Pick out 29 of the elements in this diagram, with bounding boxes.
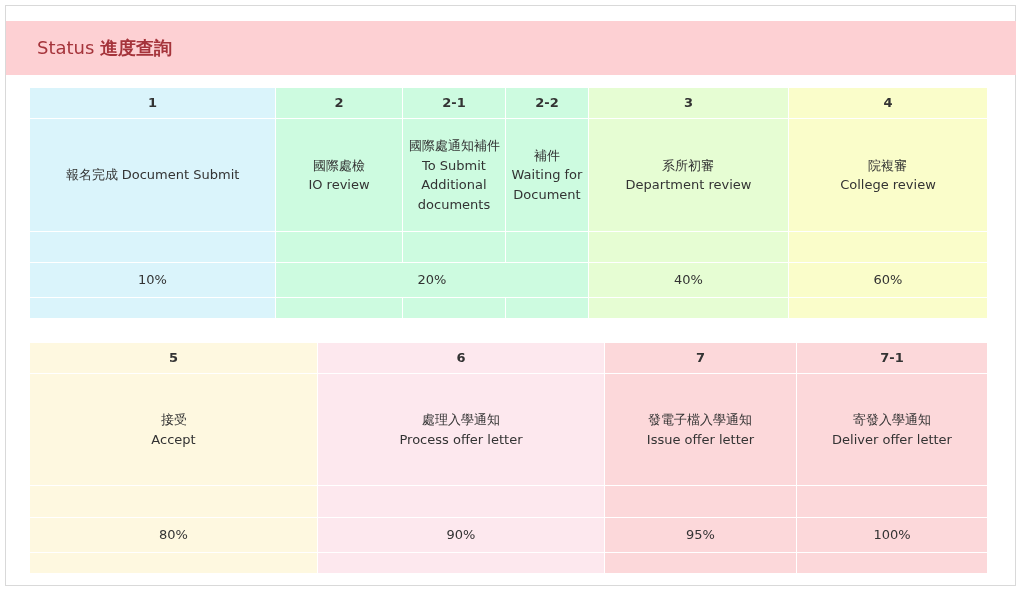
step-label: 國際處通知補件 To Submit Additional documents [407, 137, 501, 214]
step-label: 寄發入學通知 Deliver offer letter [832, 411, 952, 449]
step-label: 國際處檢 IO review [308, 156, 370, 194]
progress-percent: 90% [446, 526, 476, 545]
step-number: 2-2 [535, 94, 559, 113]
step-number: 4 [883, 94, 893, 113]
step-label: 系所初審 Department review [625, 156, 752, 194]
step-label: 報名完成 Document Submit [65, 166, 240, 185]
progress-percent: 20% [417, 271, 447, 290]
step-label: 補件 Waiting for Document [510, 146, 584, 204]
step-label: 處理入學通知 Process offer letter [399, 411, 523, 449]
step-number: 7-1 [880, 349, 904, 368]
step-number: 6 [456, 349, 466, 368]
progress-percent: 10% [138, 271, 167, 290]
step-number: 2 [334, 94, 344, 113]
step-number: 3 [683, 94, 693, 113]
progress-percent: 100% [873, 526, 911, 545]
step-label: 接受 Accept [151, 411, 196, 449]
step-number: 2-1 [442, 94, 466, 113]
step-number: 7 [695, 349, 705, 368]
progress-percent: 80% [159, 526, 188, 545]
progress-percent: 40% [674, 271, 703, 290]
step-number: 1 [147, 94, 157, 113]
progress-percent: 95% [686, 526, 715, 545]
step-label: 院複審 College review [840, 156, 936, 194]
progress-percent: 60% [873, 271, 903, 290]
step-label: 發電子檔入學通知 Issue offer letter [646, 411, 755, 449]
page-title: Status 進度查詢 [37, 36, 173, 60]
step-number: 5 [168, 349, 178, 368]
